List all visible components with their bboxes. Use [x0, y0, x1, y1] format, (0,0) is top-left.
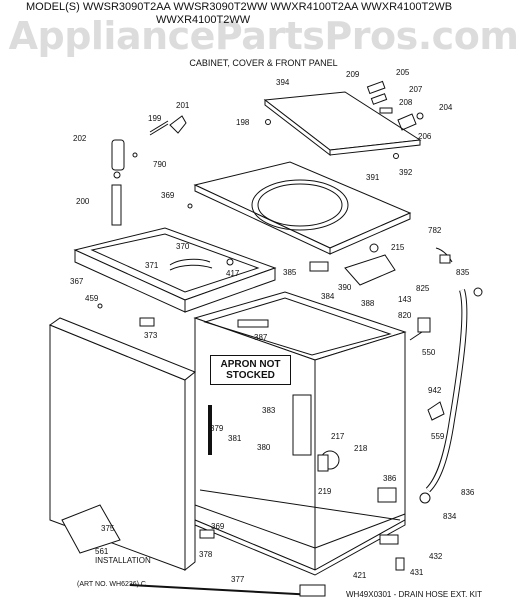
part-label: 143: [398, 295, 412, 304]
part-label: 202: [73, 134, 87, 143]
part-label: 391: [366, 173, 380, 182]
part-label: 217: [331, 432, 345, 441]
part-label: 417: [226, 269, 240, 278]
part-label: 375: [101, 524, 115, 533]
installation-text: INSTALLATION: [95, 556, 151, 565]
part-label: 383: [262, 406, 276, 415]
part-label: 384: [321, 292, 335, 301]
base-parts: [129, 529, 405, 597]
part-label: 369: [211, 522, 225, 531]
part-label: 370: [176, 242, 190, 251]
part-label: 379: [210, 424, 224, 433]
part-label: 219: [318, 487, 332, 496]
part-label: 201: [176, 101, 190, 110]
part-label: 367: [70, 277, 84, 286]
part-label: 207: [409, 85, 423, 94]
fill-hose-parts: [111, 115, 193, 226]
drain-hose-kit-note: WH49X0301 - DRAIN HOSE EXT. KIT: [346, 590, 483, 599]
part-label: 373: [144, 331, 158, 340]
diagram-subtitle: CABINET, COVER & FRONT PANEL: [189, 58, 338, 68]
part-label: 387: [254, 333, 268, 342]
part-label: 205: [396, 68, 410, 77]
part-label: 371: [145, 261, 159, 270]
cover-part: [193, 161, 412, 255]
drain-hose-parts: [409, 247, 483, 504]
part-label: 820: [398, 311, 412, 320]
watermark: AppliancePartsPros.com: [8, 14, 519, 58]
part-label: 825: [416, 284, 430, 293]
part-label: 432: [429, 552, 443, 561]
apron-line: APRON NOT: [220, 359, 281, 370]
part-label: 369: [161, 191, 175, 200]
part-label: 199: [148, 114, 162, 123]
part-label: 550: [422, 348, 436, 357]
model-list: MODEL(S) WWSR3090T2AA WWSR3090T2WW WWXR4…: [26, 1, 453, 13]
part-label: 385: [283, 268, 297, 277]
part-label: 198: [236, 118, 250, 127]
part-label: 790: [153, 160, 167, 169]
part-label: 386: [383, 474, 397, 483]
part-label: 421: [353, 571, 367, 580]
hinge-parts: [265, 80, 424, 159]
part-label: 206: [418, 132, 432, 141]
part-label: 204: [439, 103, 453, 112]
part-label: 388: [361, 299, 375, 308]
part-label: 431: [410, 568, 424, 577]
apron-line: STOCKED: [226, 370, 275, 381]
front-panel-part: [48, 317, 196, 572]
model-list-continued: WWXR4100T2WW: [156, 14, 251, 26]
part-label: 782: [428, 226, 442, 235]
part-label: 208: [399, 98, 413, 107]
part-label: 390: [338, 283, 352, 292]
part-label: 942: [428, 386, 442, 395]
pump-parts: [309, 243, 397, 503]
part-label: 834: [443, 512, 457, 521]
apron-not-stocked-callout: APRON NOT STOCKED: [210, 355, 291, 385]
part-label: 209: [346, 70, 360, 79]
part-label: 836: [461, 488, 475, 497]
part-label: 380: [257, 443, 271, 452]
part-label: 392: [399, 168, 413, 177]
installation-label: 561 INSTALLATION: [95, 547, 151, 565]
part-label: 561: [95, 547, 109, 556]
part-label: 381: [228, 434, 242, 443]
part-label: 459: [85, 294, 99, 303]
part-label: 377: [231, 575, 245, 584]
part-label: 200: [76, 197, 90, 206]
part-label: 835: [456, 268, 470, 277]
part-label: 218: [354, 444, 368, 453]
part-label: 215: [391, 243, 405, 252]
part-label: 559: [431, 432, 445, 441]
part-label: 394: [276, 78, 290, 87]
tub-cover-part: [73, 227, 277, 327]
part-label: 378: [199, 550, 213, 559]
art-number: (ART NO. WH6236) C: [77, 581, 146, 588]
lid-part: [263, 91, 422, 157]
cabinet-part: [193, 291, 407, 576]
